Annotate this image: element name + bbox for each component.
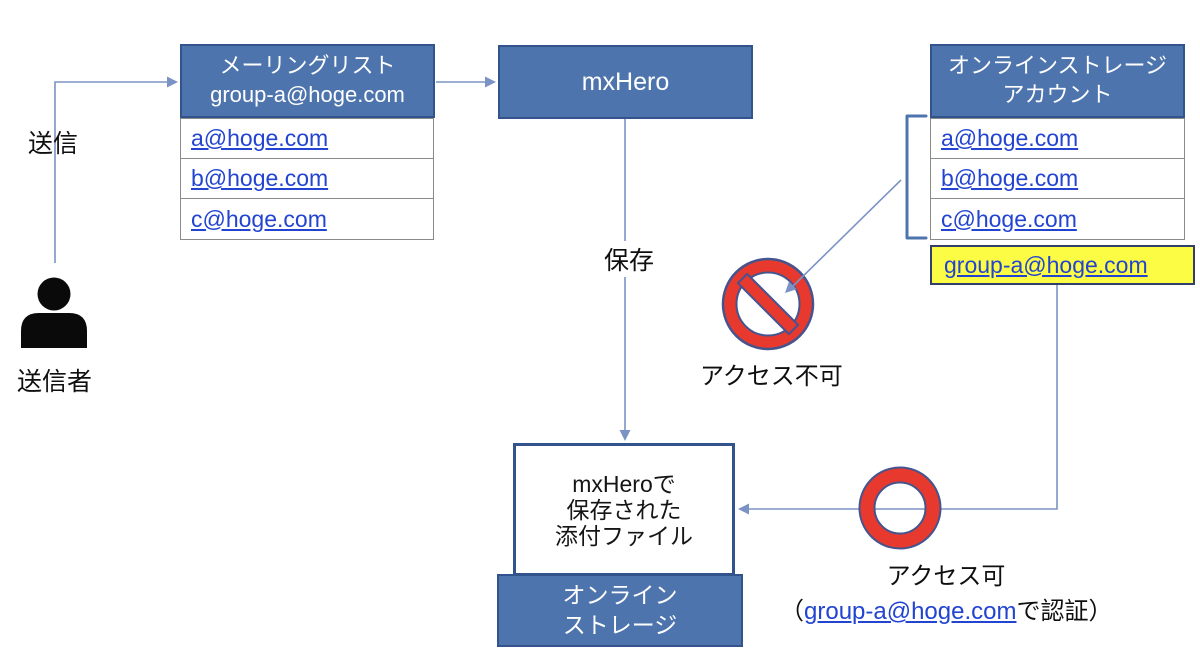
arrowhead-into-attachments-right	[738, 503, 749, 515]
no-access-label: アクセス不可	[700, 363, 843, 390]
access-ok-note: （group-a@hoge.comで認証）	[780, 591, 1112, 626]
storage-accounts-title-line1: オンラインストレージ	[947, 53, 1168, 79]
table-row: c@hoge.com	[931, 199, 1184, 239]
mailing-list-member-table: a@hoge.com b@hoge.com c@hoge.com	[180, 118, 434, 240]
arrowhead-into-attachments-box	[619, 430, 631, 441]
table-row: b@hoge.com	[181, 159, 433, 199]
note-suffix: で認証）	[1016, 598, 1113, 625]
mailing-member-link-b[interactable]: b@hoge.com	[191, 165, 329, 191]
group-account-link[interactable]: group-a@hoge.com	[944, 251, 1148, 278]
accounts-bracket	[905, 114, 928, 240]
saved-attachments-box: mxHeroで 保存された 添付ファイル	[513, 443, 735, 576]
table-row: b@hoge.com	[931, 159, 1184, 199]
sender-to-mailinglist-connector	[54, 81, 170, 263]
storage-account-link-c[interactable]: c@hoge.com	[941, 205, 1077, 232]
mailing-list-box: メーリングリスト group-a@hoge.com	[180, 44, 435, 118]
auth-account-link[interactable]: group-a@hoge.com	[804, 598, 1017, 625]
arrowhead-into-mxhero	[485, 76, 496, 88]
mxhero-box: mxHero	[498, 45, 753, 119]
mxhero-label: mxHero	[581, 67, 670, 96]
storage-account-link-b[interactable]: b@hoge.com	[941, 165, 1079, 191]
saved-attachments-line2: 保存された	[566, 496, 682, 523]
online-storage-line1: オンライン	[562, 581, 678, 608]
table-row: a@hoge.com	[181, 119, 433, 159]
mailing-member-link-a[interactable]: a@hoge.com	[191, 125, 329, 151]
person-icon	[21, 277, 87, 348]
table-row: c@hoge.com	[181, 199, 433, 239]
mailing-list-title: メーリングリスト	[219, 53, 396, 79]
mailing-member-link-c[interactable]: c@hoge.com	[191, 205, 327, 232]
storage-accounts-title-line2: アカウント	[1002, 82, 1113, 107]
save-label: 保存	[599, 241, 660, 277]
online-storage-box: オンライン ストレージ	[497, 574, 743, 647]
storage-account-link-a[interactable]: a@hoge.com	[941, 125, 1079, 151]
groupaccount-to-attachments-connector	[745, 285, 1058, 510]
bracket-to-noentry-connector	[790, 179, 902, 289]
no-entry-icon	[721, 257, 815, 351]
saved-attachments-line3: 添付ファイル	[555, 522, 693, 549]
note-open-paren: （	[780, 598, 804, 625]
send-label: 送信	[28, 130, 79, 158]
storage-account-table: a@hoge.com b@hoge.com c@hoge.com	[930, 118, 1185, 240]
access-ok-ring-icon	[858, 466, 942, 550]
saved-attachments-line1: mxHeroで	[572, 470, 676, 497]
online-storage-line2: ストレージ	[562, 611, 678, 638]
access-ok-caption: アクセス可 （group-a@hoge.comで認証）	[780, 556, 1112, 626]
storage-accounts-box: オンラインストレージ アカウント	[930, 44, 1185, 118]
sender-label: 送信者	[17, 368, 93, 396]
table-row: a@hoge.com	[931, 119, 1184, 159]
arrowhead-into-noentry-icon	[785, 281, 797, 293]
highlighted-group-account: group-a@hoge.com	[930, 245, 1195, 285]
mailing-list-address: group-a@hoge.com	[210, 82, 405, 107]
access-ok-label: アクセス可	[886, 563, 1006, 590]
arrowhead-into-mailinglist	[167, 76, 178, 88]
